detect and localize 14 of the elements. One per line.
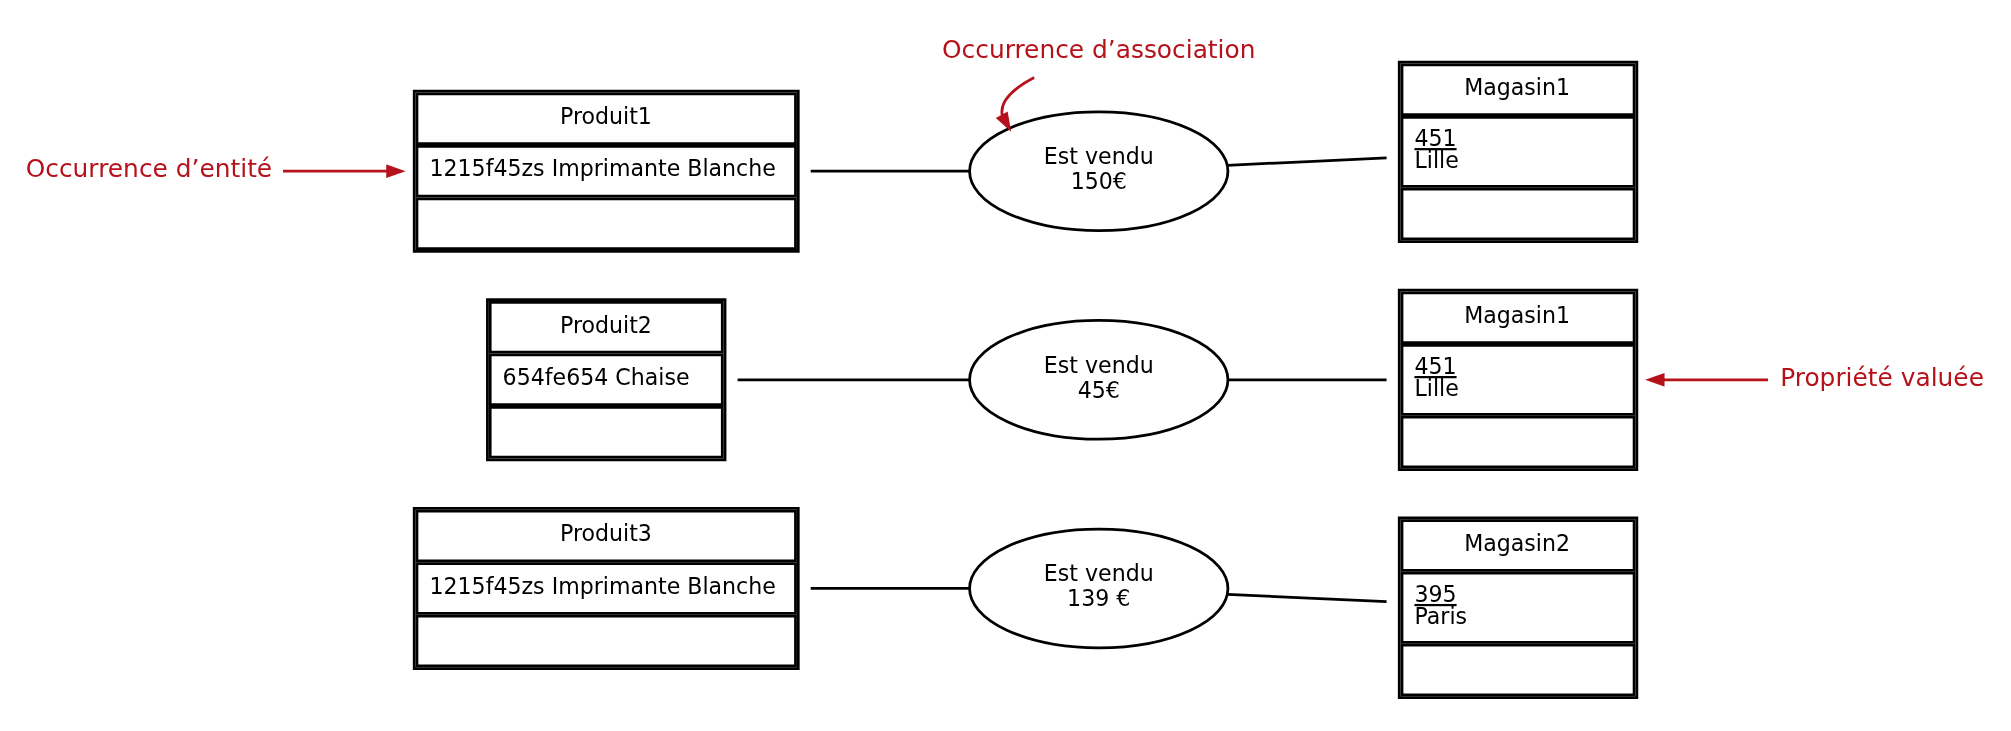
connector [810, 586, 970, 590]
connector [1227, 156, 1387, 167]
arrow [995, 75, 1035, 132]
node-ellipse: Est vendu 139 € [968, 527, 1230, 649]
node-ellipse: Est vendu 45€ [968, 318, 1230, 441]
connector [1227, 592, 1387, 603]
node-text: Propriété valuée [1780, 362, 1984, 392]
arrow [1645, 372, 1769, 387]
node-text: Occurrence d’association [942, 34, 1256, 64]
node-text: Occurrence d’entité [25, 153, 273, 183]
connector [810, 169, 970, 173]
arrow [283, 163, 406, 178]
connector [737, 377, 970, 381]
connector [1227, 377, 1387, 381]
